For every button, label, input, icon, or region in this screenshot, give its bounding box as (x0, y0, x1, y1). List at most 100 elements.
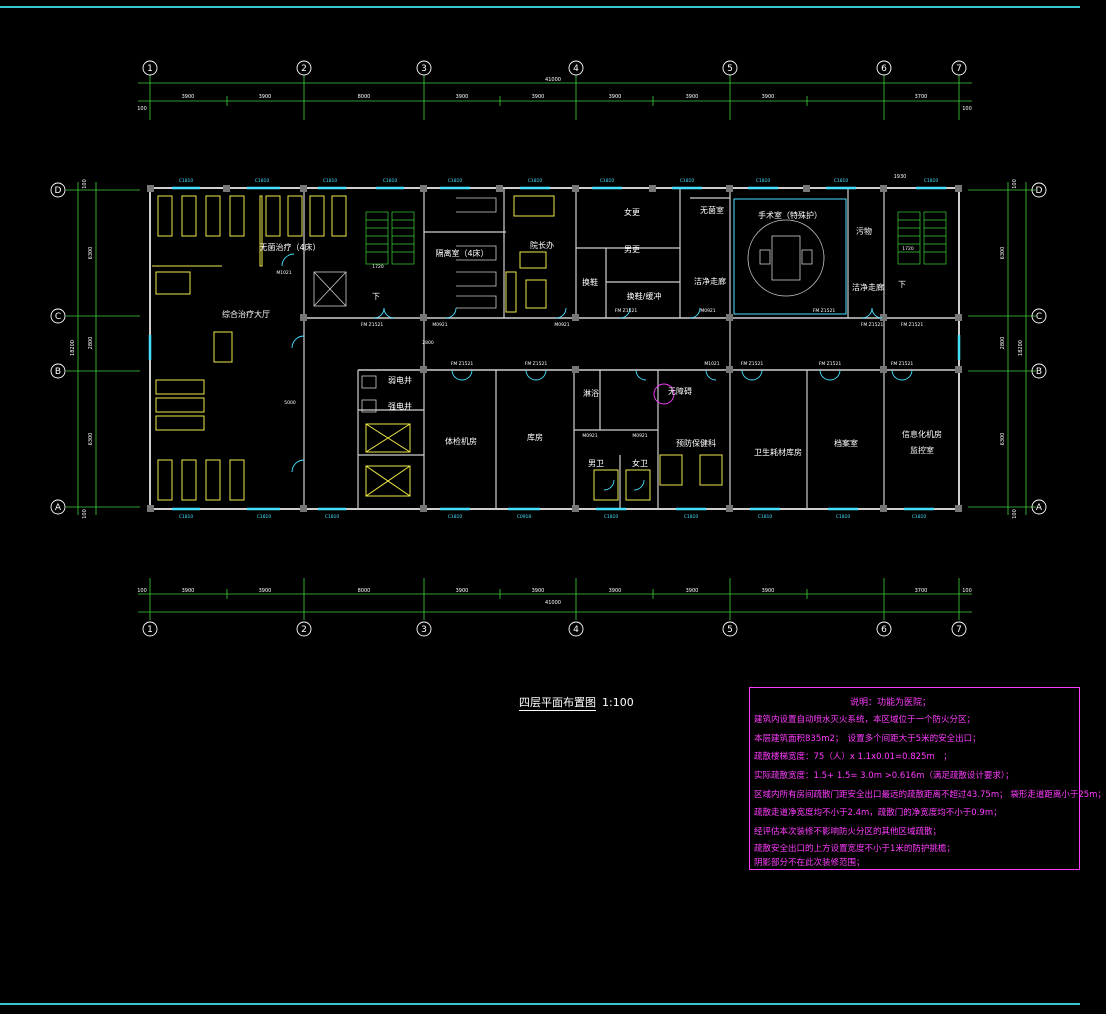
door-tag-1: FM Z1521 (361, 322, 384, 328)
operating-table (747, 219, 825, 297)
grid-col-1-top: 1 (147, 64, 153, 74)
grid-row-b-left: B (55, 367, 61, 377)
grid-col-2-bottom: 2 (301, 625, 307, 635)
window-tag-14: C1810 (325, 514, 340, 520)
grid-row-b-right: B (1036, 367, 1042, 377)
top-span-2: 3900 (259, 94, 272, 100)
window-tag-16: C0918 (517, 514, 532, 520)
bottom-edge-left: 100 (137, 588, 147, 594)
stair-dim-tag: 1720 (372, 264, 384, 270)
door-swings (281, 253, 913, 491)
floor-plan-drawing: 1 2 3 4 5 6 7 41000 3900 3900 8000 3900 … (50, 60, 1047, 637)
window-tag-13: C1810 (257, 514, 272, 520)
bed-furniture (152, 195, 723, 501)
window-tag-5: C1810 (448, 178, 463, 184)
left-row-bubbles (50, 182, 66, 515)
room-sterile-storage: 无菌室 (700, 205, 724, 215)
window-tag-11: C1810 (924, 178, 939, 184)
grid-row-a-right: A (1036, 503, 1043, 513)
door-tag-16: M0921 (632, 433, 647, 439)
right-total-dim: 18200 (1018, 340, 1024, 356)
top-dimension-block (138, 75, 972, 120)
door-tag-11: M1021 (704, 361, 719, 367)
grid-col-4-top: 4 (573, 64, 579, 74)
stair-down-left: 下 (372, 292, 380, 301)
grid-col-3-top: 3 (421, 64, 427, 74)
isolation-beds (456, 197, 497, 309)
room-prevention: 预防保健科 (676, 438, 716, 448)
room-archive: 档案室 (834, 438, 858, 448)
door-tag-3: M0921 (554, 322, 569, 328)
window-tag-3: C1810 (323, 178, 338, 184)
window-tag-15: C1810 (448, 514, 463, 520)
door-tag-4: FM Z1521 (615, 308, 638, 314)
top-edge-right: 100 (962, 106, 972, 112)
top-edge-left: 100 (137, 106, 147, 112)
door-tag-12: FM Z1521 (741, 361, 764, 367)
bottom-span-6: 3900 (609, 588, 622, 594)
room-men-toilet: 男卫 (588, 459, 604, 468)
door-tag-9: FM Z1521 (451, 361, 474, 367)
grid-col-1-bottom: 1 (147, 625, 153, 635)
right-edge-bottom: 100 (1012, 509, 1018, 519)
window-tag-17: C1810 (604, 514, 619, 520)
stair-dim-tag-right: 1720 (902, 246, 914, 252)
room-operating: 手术室（特殊护） (758, 210, 822, 220)
bottom-span-5: 3900 (532, 588, 545, 594)
grid-row-d-right: D (1036, 186, 1043, 196)
room-shoe-buffer: 换鞋/缓冲 (627, 291, 662, 301)
bottom-span-2: 3900 (259, 588, 272, 594)
window-tag-19: C1810 (758, 514, 773, 520)
frame-top-line (0, 6, 1080, 8)
window-tag-1: C1810 (179, 178, 194, 184)
grid-row-c-left: C (55, 312, 61, 322)
bottom-dimension-block (138, 578, 972, 620)
top-span-8: 3900 (762, 94, 775, 100)
room-exam: 体检机房 (445, 436, 477, 446)
bottom-total-dim: 41000 (545, 600, 561, 606)
room-shower: 淋浴 (583, 388, 599, 398)
room-consumables: 卫生耗材库房 (754, 447, 802, 457)
top-span-9: 3700 (915, 94, 928, 100)
door-tag-6: FM Z1521 (813, 308, 836, 314)
room-clean-corridor-2: 洁净走廊 (852, 282, 884, 292)
top-span-3: 8000 (358, 94, 371, 100)
window-tag-20: C1810 (836, 514, 851, 520)
room-sterile-treatment: 无菌治疗（4床） (259, 242, 320, 252)
grid-col-5-top: 5 (727, 64, 733, 74)
grid-col-7-top: 7 (956, 64, 962, 74)
note-line: 区域内所有房间疏散门距安全出口最远的疏散距离不超过43.75m； 袋形走道距离小… (754, 790, 1106, 800)
left-total-dim: 18200 (70, 340, 76, 356)
hall-dim-tag: 5000 (284, 400, 296, 406)
window-tag-2: C1810 (255, 178, 270, 184)
right-edge-top: 100 (1012, 179, 1018, 189)
note-line: 本层建筑面积835m2； 设置多个间距大于5米的安全出口； (754, 734, 981, 744)
grid-row-c-right: C (1036, 312, 1042, 322)
room-dirty: 污物 (856, 226, 872, 236)
room-storage: 库房 (527, 432, 543, 442)
right-dim-3: 6300 (1000, 433, 1006, 446)
window-tag-21: C1810 (912, 514, 927, 520)
window-tag-12: C1810 (179, 514, 194, 520)
door-tag-2: M0921 (432, 322, 447, 328)
notes-heading: 说明：功能为医院； (850, 698, 932, 708)
room-monitor: 监控室 (910, 445, 934, 455)
top-span-5: 3900 (532, 94, 545, 100)
grid-col-5-bottom: 5 (727, 625, 733, 635)
elevator-shafts (313, 271, 347, 307)
stair-down-right: 下 (898, 280, 906, 289)
bottom-span-9: 3700 (915, 588, 928, 594)
bottom-span-7: 3900 (686, 588, 699, 594)
note-line: 疏散安全出口的上方设置宽度不小于1米的防护挑檐； (754, 844, 955, 854)
left-dim-3: 6300 (88, 433, 94, 446)
accessible-toilet-marker (653, 383, 675, 405)
grid-row-d-left: D (55, 186, 62, 196)
bottom-edge-right: 100 (962, 588, 972, 594)
right-row-bubbles (1031, 182, 1047, 515)
room-male-changing: 男更 (624, 245, 640, 254)
frame-bottom-line (0, 1003, 1080, 1005)
room-strong-current-shaft: 强电井 (388, 401, 412, 411)
grid-col-6-top: 6 (881, 64, 887, 74)
note-line: 疏散楼梯宽度：75（人）x 1.1x0.01=0.825m ； (754, 752, 952, 762)
